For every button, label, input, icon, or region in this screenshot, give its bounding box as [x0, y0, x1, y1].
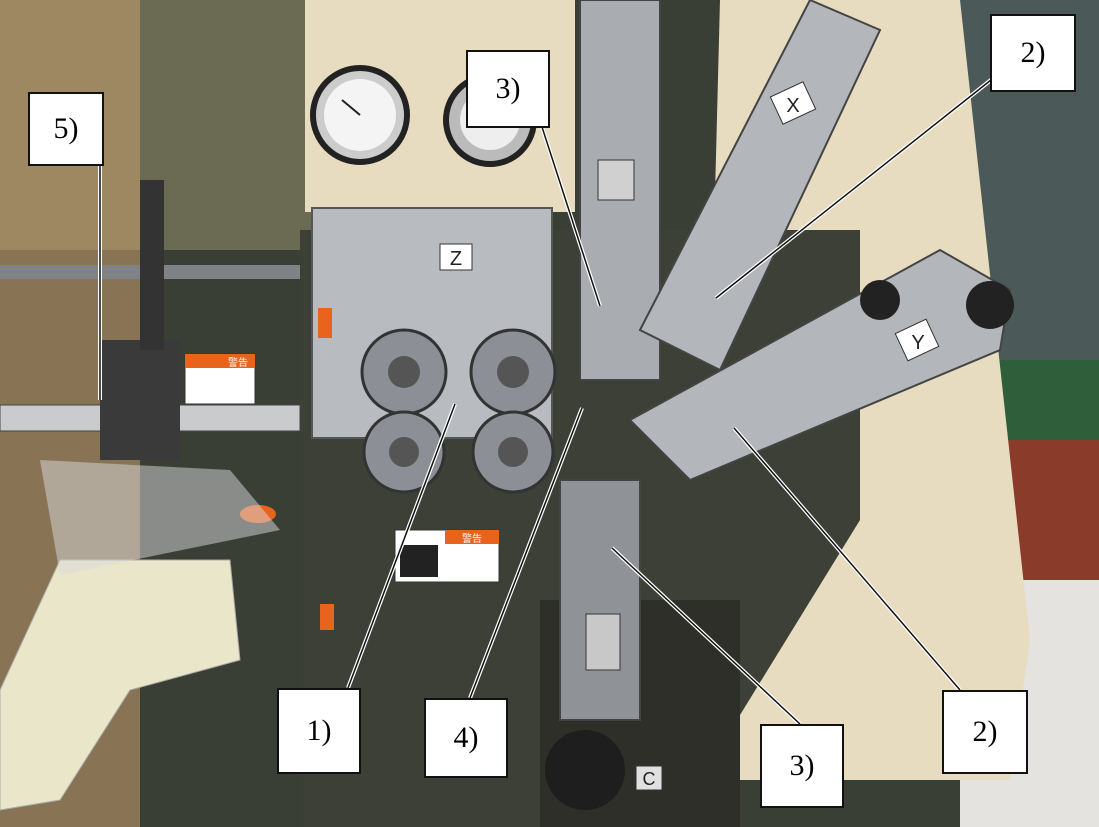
plate-label-z: Z — [450, 248, 462, 270]
callout-2-bottom: 2) — [942, 690, 1028, 774]
guide-clamp — [100, 340, 180, 460]
feed-rollers — [360, 328, 557, 494]
clamp-lever — [318, 308, 332, 338]
warning-title-upper: 警告 — [228, 356, 248, 369]
x-slide — [638, 0, 882, 372]
callout-2-top: 2) — [990, 14, 1076, 92]
callout-3-top: 3) — [466, 50, 550, 128]
plate-label-x: X — [786, 95, 799, 117]
warning-title-lower: 警告 — [462, 532, 482, 545]
plate-label-y: Y — [911, 332, 924, 354]
tool-slide-bottom — [559, 479, 641, 721]
callout-5: 5) — [28, 92, 104, 166]
callout-4: 4) — [424, 698, 508, 778]
c-unit-roller — [545, 730, 625, 810]
plate-label-c: C — [643, 769, 656, 789]
callout-1: 1) — [277, 688, 361, 774]
callout-3-bottom: 3) — [760, 724, 844, 808]
